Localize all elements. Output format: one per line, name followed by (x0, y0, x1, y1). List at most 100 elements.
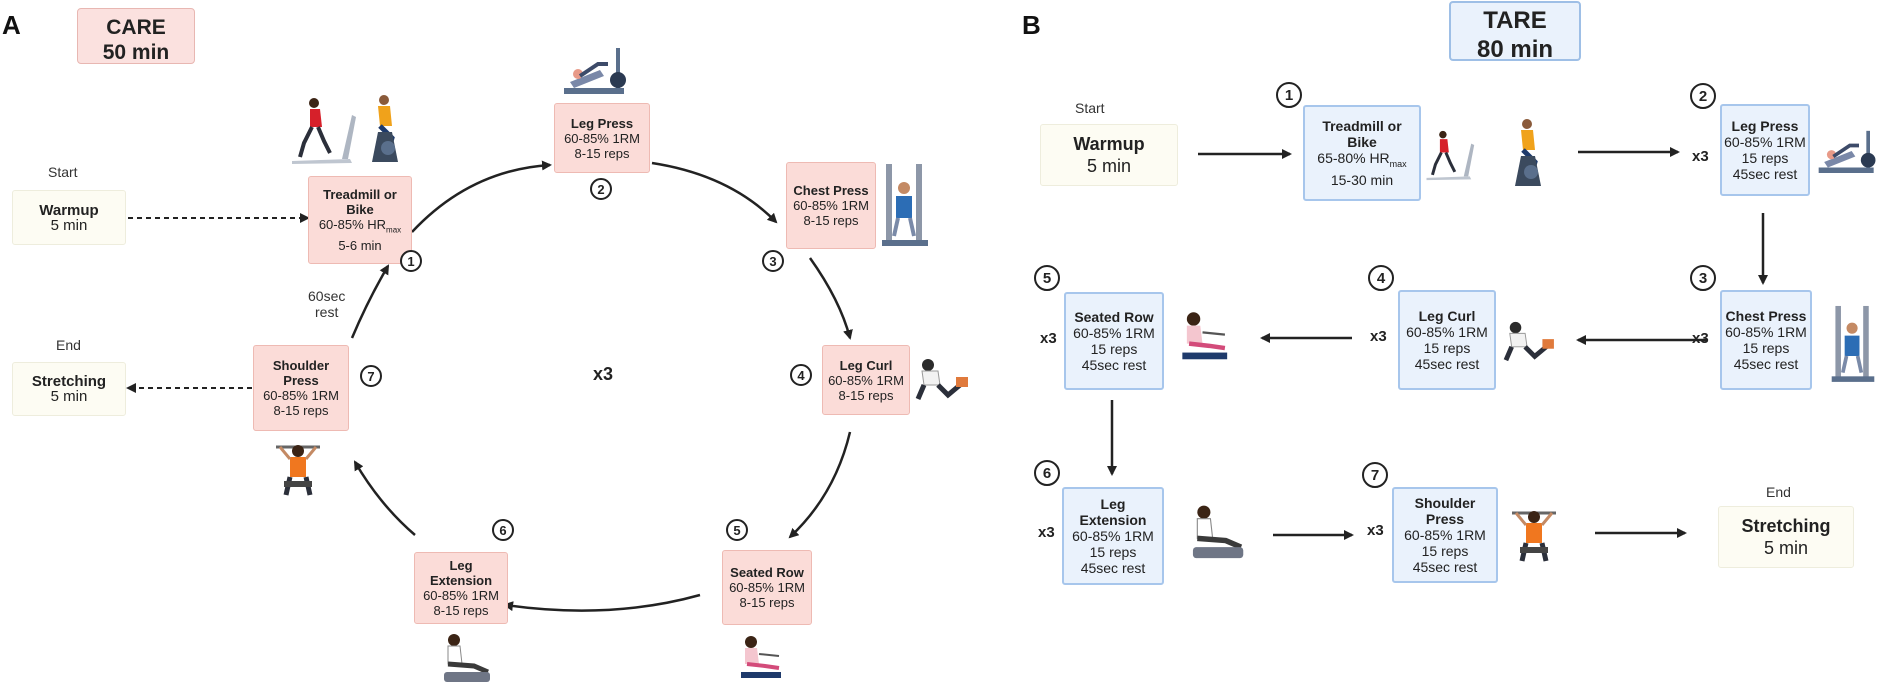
step-intensity: 60-85% 1RM (1724, 134, 1806, 150)
tare-step-shoulder-press: Shoulder Press 60-85% 1RM 15 reps 45sec … (1392, 487, 1498, 583)
panel-b-start-label: Start (1075, 100, 1105, 116)
tare-repeat-2: x3 (1692, 148, 1709, 165)
tare-step-leg-press: Leg Press 60-85% 1RM 15 reps 45sec rest (1720, 104, 1810, 196)
warmup-duration: 5 min (50, 216, 88, 234)
step-intensity: 60-85% 1RM (263, 388, 339, 403)
step-rest: 45sec rest (1733, 356, 1799, 372)
step-duration: 5-6 min (338, 237, 382, 253)
step-name: Chest Press (793, 183, 869, 198)
panel-a-letter: A (2, 10, 21, 40)
warmup-duration: 5 min (1086, 156, 1131, 176)
person-on-exercise-bike-icon (1515, 119, 1541, 186)
care-step-number-4: 4 (790, 364, 812, 386)
step-name: Chest Press (1725, 308, 1807, 324)
step-reps: 8-15 reps (739, 595, 795, 610)
step-reps: 15 reps (1742, 340, 1790, 356)
step-reps: 8-15 reps (273, 403, 329, 418)
step-intensity: 60-85% 1RM (1404, 527, 1486, 543)
step-intensity: 60-85% HRmax (319, 217, 401, 238)
panel-a-end-label: End (56, 337, 81, 353)
step-rest: 45sec rest (1412, 559, 1478, 575)
care-step-number-3: 3 (762, 250, 784, 272)
step-intensity-sub: max (386, 225, 402, 235)
care-step-number-2: 2 (590, 178, 612, 200)
step-name-line2: Press (283, 373, 319, 388)
step-reps: 15 reps (1741, 150, 1789, 166)
care-step-leg-extension: Leg Extension 60-85% 1RM 8-15 reps (414, 552, 508, 624)
step-intensity: 65-80% HRmax (1317, 150, 1406, 172)
tare-step-number-6: 6 (1034, 460, 1060, 486)
tare-step-chest-press: Chest Press 60-85% 1RM 15 reps 45sec res… (1720, 290, 1812, 390)
step-rest: 45sec rest (1080, 560, 1146, 576)
panel-b-stretching-box: Stretching 5 min (1718, 506, 1854, 568)
step-reps: 15 reps (1423, 340, 1471, 356)
panel-b-end-label: End (1766, 484, 1791, 500)
step-reps: 8-15 reps (433, 603, 489, 618)
step-name-line1: Leg (1100, 496, 1126, 512)
runner-on-treadmill-icon (1426, 130, 1475, 181)
leg-curl-icon (915, 359, 968, 400)
stretching-name: Stretching (1741, 516, 1831, 536)
seated-row-icon (1182, 312, 1228, 360)
panel-a-warmup-box: Warmup 5 min (12, 190, 126, 245)
panel-b-title-name: TARE (1483, 7, 1547, 34)
step-name-line2: Press (1425, 511, 1465, 527)
chest-press-machine-icon (882, 164, 928, 246)
tare-repeat-6: x3 (1038, 524, 1055, 541)
tare-step-number-5: 5 (1034, 265, 1060, 291)
arrow-7-to-1 (350, 264, 390, 339)
step-intensity-sub: max (1389, 158, 1407, 169)
tare-step-number-3: 3 (1690, 265, 1716, 291)
care-step-leg-curl: Leg Curl 60-85% 1RM 8-15 reps (822, 345, 910, 415)
tare-step-number-7: 7 (1362, 462, 1388, 488)
leg-extension-icon (444, 634, 490, 682)
tare-step-leg-curl: Leg Curl 60-85% 1RM 15 reps 45sec rest (1398, 290, 1496, 390)
tare-repeat-7: x3 (1367, 522, 1384, 539)
arrow-5-to-6 (503, 593, 701, 612)
leg-curl-icon (1503, 321, 1554, 362)
panel-b-title: TARE 80 min (1449, 1, 1581, 63)
step-rest: 45sec rest (1732, 166, 1798, 182)
step-rest: 45sec rest (1081, 357, 1147, 373)
step-reps: 8-15 reps (803, 213, 859, 228)
step-name-line2: Bike (1347, 134, 1377, 151)
tare-repeat-4: x3 (1370, 328, 1387, 345)
rest-label-word: rest (315, 304, 339, 320)
step-name: Seated Row (1074, 309, 1154, 325)
care-step-number-6: 6 (492, 519, 514, 541)
step-reps: 8-15 reps (574, 145, 630, 161)
runner-on-treadmill-icon (292, 98, 356, 164)
step-name: Leg Press (1731, 118, 1799, 134)
arrow-2-to-3 (651, 161, 778, 224)
shoulder-press-icon (1512, 511, 1556, 562)
step-name-line1: Leg (449, 558, 473, 573)
step-name: Leg Curl (839, 357, 893, 373)
panel-a-stretching-box: Stretching 5 min (12, 362, 126, 416)
step-intensity: 60-85% 1RM (1725, 324, 1807, 340)
care-step-number-5: 5 (726, 519, 748, 541)
step-reps: 15 reps (1089, 544, 1137, 560)
step-intensity: 60-85% 1RM (1073, 325, 1155, 341)
arrow-1-to-2 (411, 160, 552, 233)
warmup-name: Warmup (39, 201, 99, 219)
care-step-number-7: 7 (360, 365, 382, 387)
stretching-duration: 5 min (50, 388, 88, 405)
tare-step-seated-row: Seated Row 60-85% 1RM 15 reps 45sec rest (1064, 292, 1164, 390)
step-reps: 15 reps (1421, 543, 1469, 559)
step-intensity-text: 60-85% HR (318, 217, 387, 233)
step-duration: 15-30 min (1330, 171, 1394, 188)
seated-row-icon (741, 636, 781, 678)
rest-label: 60sec rest (308, 288, 345, 320)
panel-b-title-duration: 80 min (1476, 36, 1554, 63)
panel-a-title-duration: 50 min (102, 41, 170, 64)
tare-step-treadmill-bike: Treadmill or Bike 65-80% HRmax 15-30 min (1303, 105, 1421, 201)
tare-repeat-5: x3 (1040, 330, 1057, 347)
step-name-line2: Extension (1079, 512, 1147, 528)
arrow-4-to-5 (788, 431, 852, 539)
step-intensity: 60-85% 1RM (1072, 528, 1154, 544)
step-reps: 15 reps (1090, 341, 1138, 357)
step-name-line2: Bike (346, 202, 374, 218)
leg-press-machine-icon (1818, 130, 1876, 173)
step-name-line2: Extension (429, 573, 493, 588)
